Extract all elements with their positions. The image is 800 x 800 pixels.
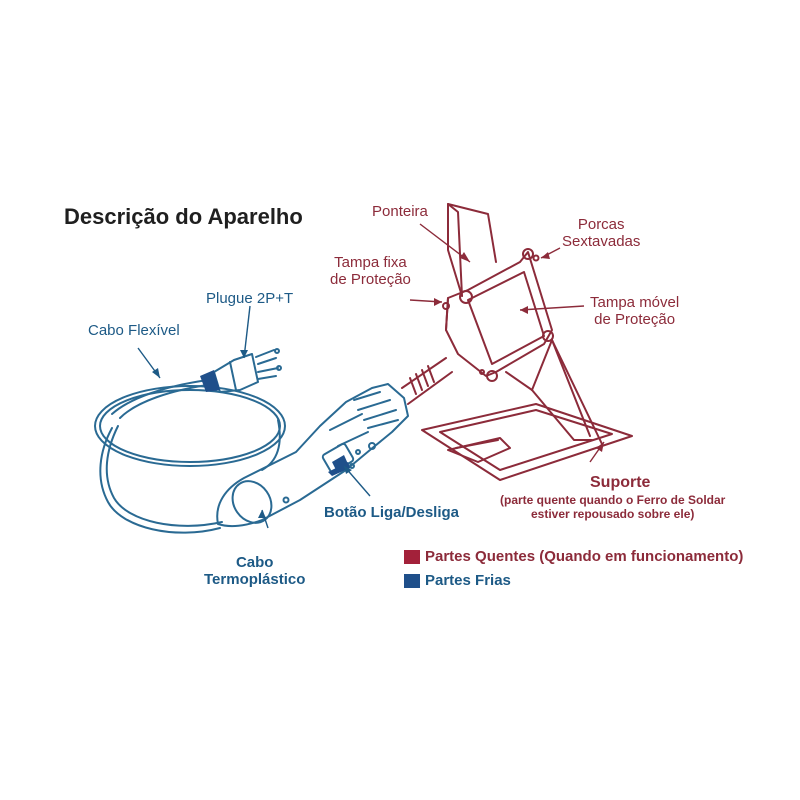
legend-hot-swatch xyxy=(404,549,420,564)
label-tampa-fixa-line1: Tampa fixa xyxy=(334,254,407,271)
label-suporte-nota-line2: estiver repousado sobre ele) xyxy=(530,506,695,521)
label-tampa-fixa-line2: de Proteção xyxy=(330,271,411,289)
label-cabo-termoplastico-line2: Termoplástico xyxy=(204,571,306,589)
label-tampa-movel-line1: Tampa móvel xyxy=(590,294,680,311)
hot-parts xyxy=(401,203,633,481)
label-cabo-termoplastico: Cabo Termoplástico xyxy=(204,554,305,589)
label-cabo-termoplastico-line1: Cabo xyxy=(235,554,274,571)
flexible-cable-drawing xyxy=(94,379,286,534)
label-suporte: Suporte xyxy=(590,474,651,491)
label-tampa-movel-line2: de Proteção xyxy=(594,311,676,329)
label-ponteira: Ponteira xyxy=(372,203,428,220)
shaft-drawing xyxy=(401,357,453,405)
plug-drawing xyxy=(213,348,282,393)
cold-accents xyxy=(200,370,350,476)
legend-cold-label: Partes Frias xyxy=(425,572,511,589)
label-porcas-line2: Sextavadas xyxy=(562,233,641,251)
label-suporte-nota: (parte quente quando o Ferro de Soldar e… xyxy=(500,493,726,522)
label-botao: Botão Liga/Desliga xyxy=(324,504,460,521)
legend-hot-label: Partes Quentes (Quando em funcionamento) xyxy=(425,548,744,565)
label-cabo-flexivel: Cabo Flexível xyxy=(88,322,180,339)
tip-drawing xyxy=(447,203,497,297)
support-drawing xyxy=(421,403,633,481)
fixed-cap-drawing xyxy=(442,248,554,382)
cold-parts xyxy=(94,348,409,534)
movable-cap-drawing xyxy=(505,339,603,445)
legend-cold: Partes Frias xyxy=(404,572,511,589)
label-porcas-sextavadas: Porcas Sextavadas xyxy=(562,216,640,251)
label-tampa-movel: Tampa móvel de Proteção xyxy=(590,294,679,329)
label-porcas-line1: Porcas xyxy=(577,216,625,233)
leader-arrowheads xyxy=(152,252,604,518)
legend-hot: Partes Quentes (Quando em funcionamento) xyxy=(404,548,743,565)
diagram-title: Descrição do Aparelho xyxy=(64,204,303,229)
label-suporte-nota-line1: (parte quente quando o Ferro de Soldar xyxy=(500,493,726,507)
handle-drawing xyxy=(216,383,409,528)
label-tampa-fixa: Tampa fixa de Proteção xyxy=(330,254,411,289)
legend-cold-swatch xyxy=(404,573,420,588)
label-plugue: Plugue 2P+T xyxy=(206,290,294,307)
